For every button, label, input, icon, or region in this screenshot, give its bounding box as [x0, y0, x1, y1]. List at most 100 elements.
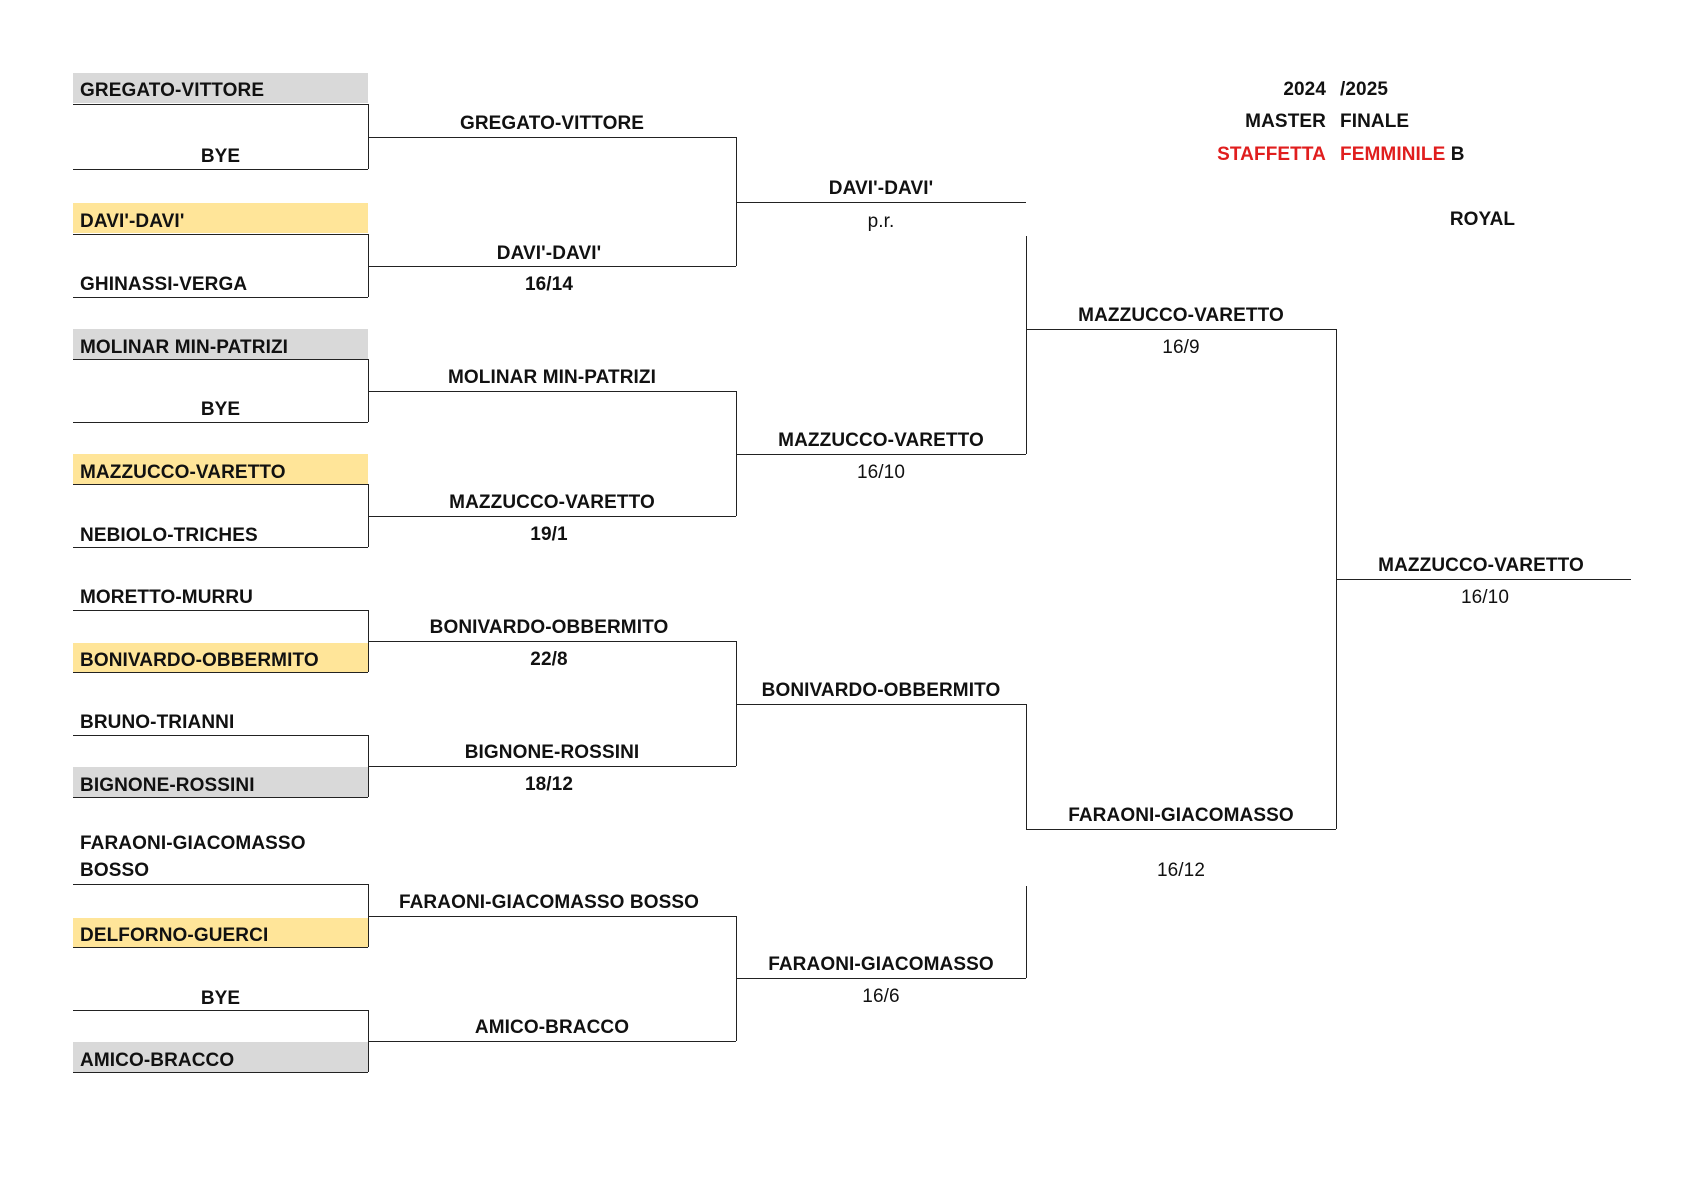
r1-cell-bg [73, 1042, 368, 1072]
r1-team: BOSSO [80, 860, 150, 881]
r3-team: FARAONI-GIACOMASSO [768, 954, 994, 975]
r2-connector [736, 641, 737, 766]
r2-team: GREGATO-VITTORE [459, 113, 645, 134]
r2-line [368, 766, 736, 767]
r1-team: BONIVARDO-OBBERMITO [80, 650, 319, 671]
r3-connector [1026, 886, 1027, 978]
r1-line [73, 104, 368, 105]
r2-team: BIGNONE-ROSSINI [464, 742, 640, 763]
r1-team: DAVI'-DAVI' [80, 211, 185, 232]
r1-cell-bg [73, 454, 368, 484]
r3-team: BONIVARDO-OBBERMITO [761, 680, 1001, 701]
title-category: B [1450, 144, 1465, 165]
r1-team-bye: BYE [200, 399, 241, 420]
title-femminile-b: FEMMINILE B [1340, 144, 1465, 166]
r3-score: 16/10 [856, 462, 906, 483]
r1-cell-bg [73, 767, 368, 797]
r1-team: BIGNONE-ROSSINI [80, 775, 255, 796]
r1-line [73, 484, 368, 485]
r3-line [736, 454, 1026, 455]
final-team: MAZZUCCO-VARETTO [1378, 555, 1584, 576]
r1-team-bye: BYE [200, 988, 241, 1009]
r1-team-bye: BYE [200, 146, 241, 167]
r2-line [368, 266, 736, 267]
r1-line [73, 297, 368, 298]
r2-team: MOLINAR MIN-PATRIZI [447, 367, 657, 388]
sf-line [1026, 329, 1336, 330]
r2-score: 22/8 [530, 649, 568, 670]
r1-connector [368, 234, 369, 297]
title-finale: FINALE [1340, 111, 1410, 132]
r1-line [73, 947, 368, 948]
r3-score: 16/6 [862, 986, 900, 1007]
r1-line [73, 422, 368, 423]
season-year-start: 2024 [1283, 79, 1326, 100]
r3-line [736, 978, 1026, 979]
r2-team: DAVI'-DAVI' [496, 243, 602, 264]
r1-connector [368, 884, 369, 947]
r1-cell-bg [73, 203, 368, 233]
sf-score: 16/12 [1156, 860, 1206, 881]
r1-team: MOLINAR MIN-PATRIZI [80, 337, 289, 358]
r1-cell-bg [73, 643, 368, 673]
r1-connector [368, 359, 369, 422]
r3-team: DAVI'-DAVI' [828, 178, 934, 199]
sf-team: MAZZUCCO-VARETTO [1078, 305, 1284, 326]
r1-line [73, 547, 368, 548]
r2-line [368, 1041, 736, 1042]
title-femminile: FEMMINILE [1340, 144, 1446, 165]
r2-line [368, 641, 736, 642]
sf-score: 16/9 [1162, 337, 1200, 358]
r1-line [73, 884, 368, 885]
sf-line [1026, 829, 1336, 830]
r3-line [736, 202, 1026, 203]
venue-label: ROYAL [1449, 209, 1516, 230]
r1-team: BRUNO-TRIANNI [80, 712, 235, 733]
r2-score: 18/12 [524, 774, 574, 795]
final-score: 16/10 [1460, 587, 1510, 608]
r1-line [73, 169, 368, 170]
title-master: MASTER [1245, 111, 1326, 132]
r1-line [73, 672, 368, 673]
r2-team: FARAONI-GIACOMASSO BOSSO [398, 892, 700, 913]
r1-cell-bg [73, 73, 368, 103]
r2-connector [736, 391, 737, 516]
r1-line [73, 359, 368, 360]
r1-team: GHINASSI-VERGA [80, 274, 248, 295]
r1-team: MORETTO-MURRU [80, 587, 253, 608]
r2-team: MAZZUCCO-VARETTO [449, 492, 655, 513]
r3-team: MAZZUCCO-VARETTO [778, 430, 984, 451]
r3-line [736, 704, 1026, 705]
r1-cell-bg [73, 918, 368, 948]
r1-team: GREGATO-VITTORE [80, 80, 265, 101]
r3-score: p.r. [867, 211, 895, 232]
r1-cell-bg [73, 329, 368, 359]
r2-line [368, 916, 736, 917]
r1-team: DELFORNO-GUERCI [80, 925, 269, 946]
r2-score: 19/1 [530, 524, 568, 545]
r1-team: MAZZUCCO-VARETTO [80, 462, 286, 483]
r2-team: BONIVARDO-OBBERMITO [429, 617, 669, 638]
r3-connector [1026, 236, 1027, 454]
r2-line [368, 137, 736, 138]
final-line [1336, 579, 1631, 580]
r1-line [73, 1072, 368, 1073]
title-staffetta: STAFFETTA [1217, 144, 1326, 165]
r1-line [73, 797, 368, 798]
r3-connector [1026, 704, 1027, 829]
r2-line [368, 391, 736, 392]
r1-connector [368, 484, 369, 547]
sf-team: FARAONI-GIACOMASSO [1068, 805, 1294, 826]
r2-score: 16/14 [524, 274, 574, 295]
season-year-end: /2025 [1340, 79, 1389, 100]
r1-connector [368, 104, 369, 169]
r1-line [73, 610, 368, 611]
r1-line [73, 735, 368, 736]
r1-team: FARAONI-GIACOMASSO [80, 833, 306, 854]
r2-line [368, 516, 736, 517]
r1-line [73, 234, 368, 235]
r1-line [73, 1010, 368, 1011]
r2-team: AMICO-BRACCO [474, 1017, 630, 1038]
r1-team: NEBIOLO-TRICHES [80, 525, 258, 546]
r1-team: AMICO-BRACCO [80, 1050, 235, 1071]
